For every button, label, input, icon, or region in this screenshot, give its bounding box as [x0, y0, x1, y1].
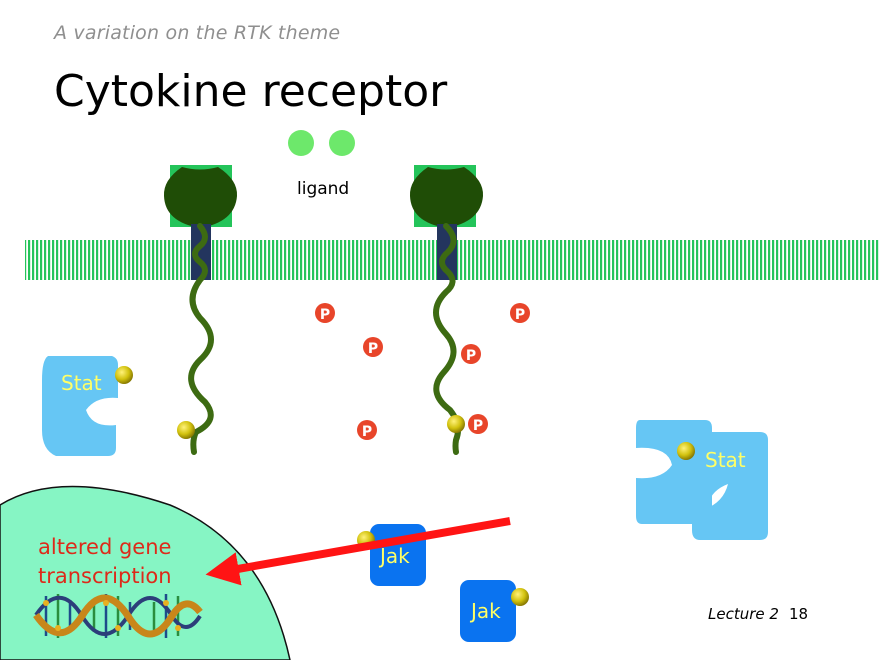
slide-title: Cytokine receptor — [54, 66, 448, 117]
receptor-stalk — [188, 223, 214, 455]
jak-icon — [460, 580, 516, 642]
jak-2-label: Jak — [469, 599, 501, 623]
stat-left: Stat — [42, 356, 133, 456]
svg-text:P: P — [320, 307, 330, 323]
jak-phospho-site-icon — [511, 588, 529, 606]
arrow-icon — [205, 517, 511, 586]
stat-right: Stat — [636, 420, 768, 540]
receptor-left — [163, 165, 238, 455]
svg-text:P: P — [362, 424, 372, 440]
footer-page-number: 18 — [788, 605, 809, 623]
phosphate-icon: P — [363, 337, 383, 357]
gene-label-line1: altered gene — [38, 535, 171, 559]
ligand-dot-icon — [329, 130, 355, 156]
stat-phospho-site-icon — [677, 442, 695, 460]
jak-1-label: Jak — [378, 544, 410, 568]
receptor-icon — [163, 167, 238, 228]
receptor-right — [409, 165, 484, 455]
phosphate-site-icon — [447, 415, 465, 433]
receptor-icon — [409, 167, 484, 228]
phosphate-icon: P — [357, 420, 377, 440]
svg-text:P: P — [368, 341, 378, 357]
phosphate-icon: P — [510, 303, 530, 323]
footer-lecture: Lecture 2 — [708, 605, 779, 623]
svg-text:P: P — [515, 307, 525, 323]
slide-footer: Lecture 2 18 — [708, 605, 808, 623]
ligand-label: ligand — [297, 179, 349, 199]
phosphate-site-icon — [177, 421, 195, 439]
phosphate-icon: P — [461, 344, 481, 364]
stat-icon — [42, 356, 118, 456]
nucleus — [0, 485, 291, 660]
ligand-dot-icon — [288, 130, 314, 156]
dna-icon — [33, 594, 203, 638]
svg-text:P: P — [473, 418, 483, 434]
phosphate-icon: P — [315, 303, 335, 323]
jak-2: Jak — [460, 580, 529, 642]
slide-subtitle: A variation on the RTK theme — [54, 22, 341, 44]
stat-right-label: Stat — [705, 448, 746, 472]
jak-1: Jak — [357, 524, 426, 586]
phosphate-icon: P — [468, 414, 488, 434]
gene-label-line2: transcription — [38, 564, 172, 588]
stat-phospho-site-icon — [115, 366, 133, 384]
svg-text:P: P — [466, 348, 476, 364]
stat-icon — [692, 432, 768, 540]
stat-left-label: Stat — [61, 371, 102, 395]
